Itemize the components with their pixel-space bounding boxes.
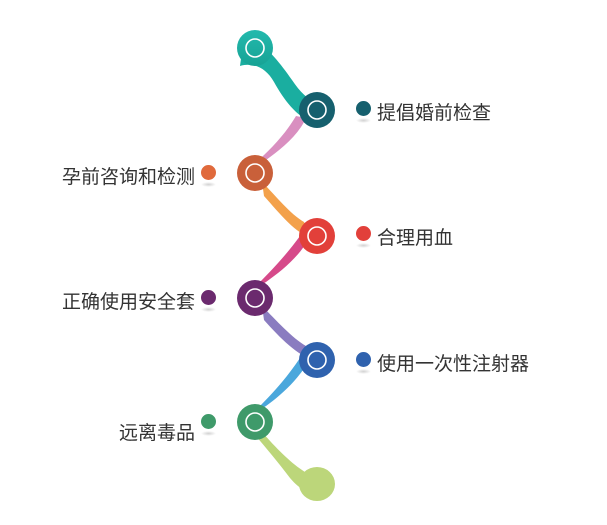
node-3 [299,218,335,254]
node-6 [237,404,273,440]
connector-orange [262,182,312,238]
start-node [237,30,273,66]
node-2 [237,155,273,191]
item-4-dot-shadow [201,307,216,312]
item-6-dot [201,414,216,429]
item-3-dot-shadow [356,243,371,248]
item-4-label: 正确使用安全套 [61,291,195,313]
node-1 [299,92,335,128]
item-2-dot [201,165,216,180]
item-1-dot [356,101,371,116]
item-5-dot [356,352,371,367]
item-5-dot-shadow [356,369,371,374]
item-3-dot [356,226,371,241]
item-6-dot-shadow [201,431,216,436]
item-3-label: 合理用血 [377,227,454,249]
item-2-label: 孕前咨询和检测 [61,166,195,188]
connector-pink [252,116,306,166]
item-4-dot [201,290,216,305]
item-5-label: 使用一次性注射器 [377,353,530,375]
item-1-dot-shadow [356,118,371,123]
node-5 [299,342,335,378]
connector-lavender [262,306,314,360]
item-1-label: 提倡婚前检查 [377,102,492,124]
node-4 [237,280,273,316]
connector-sky [252,358,308,414]
item-2-dot-shadow [201,182,216,187]
end-blob [299,467,335,501]
connector-magenta [252,236,308,290]
item-6-label: 远离毒品 [118,422,195,444]
